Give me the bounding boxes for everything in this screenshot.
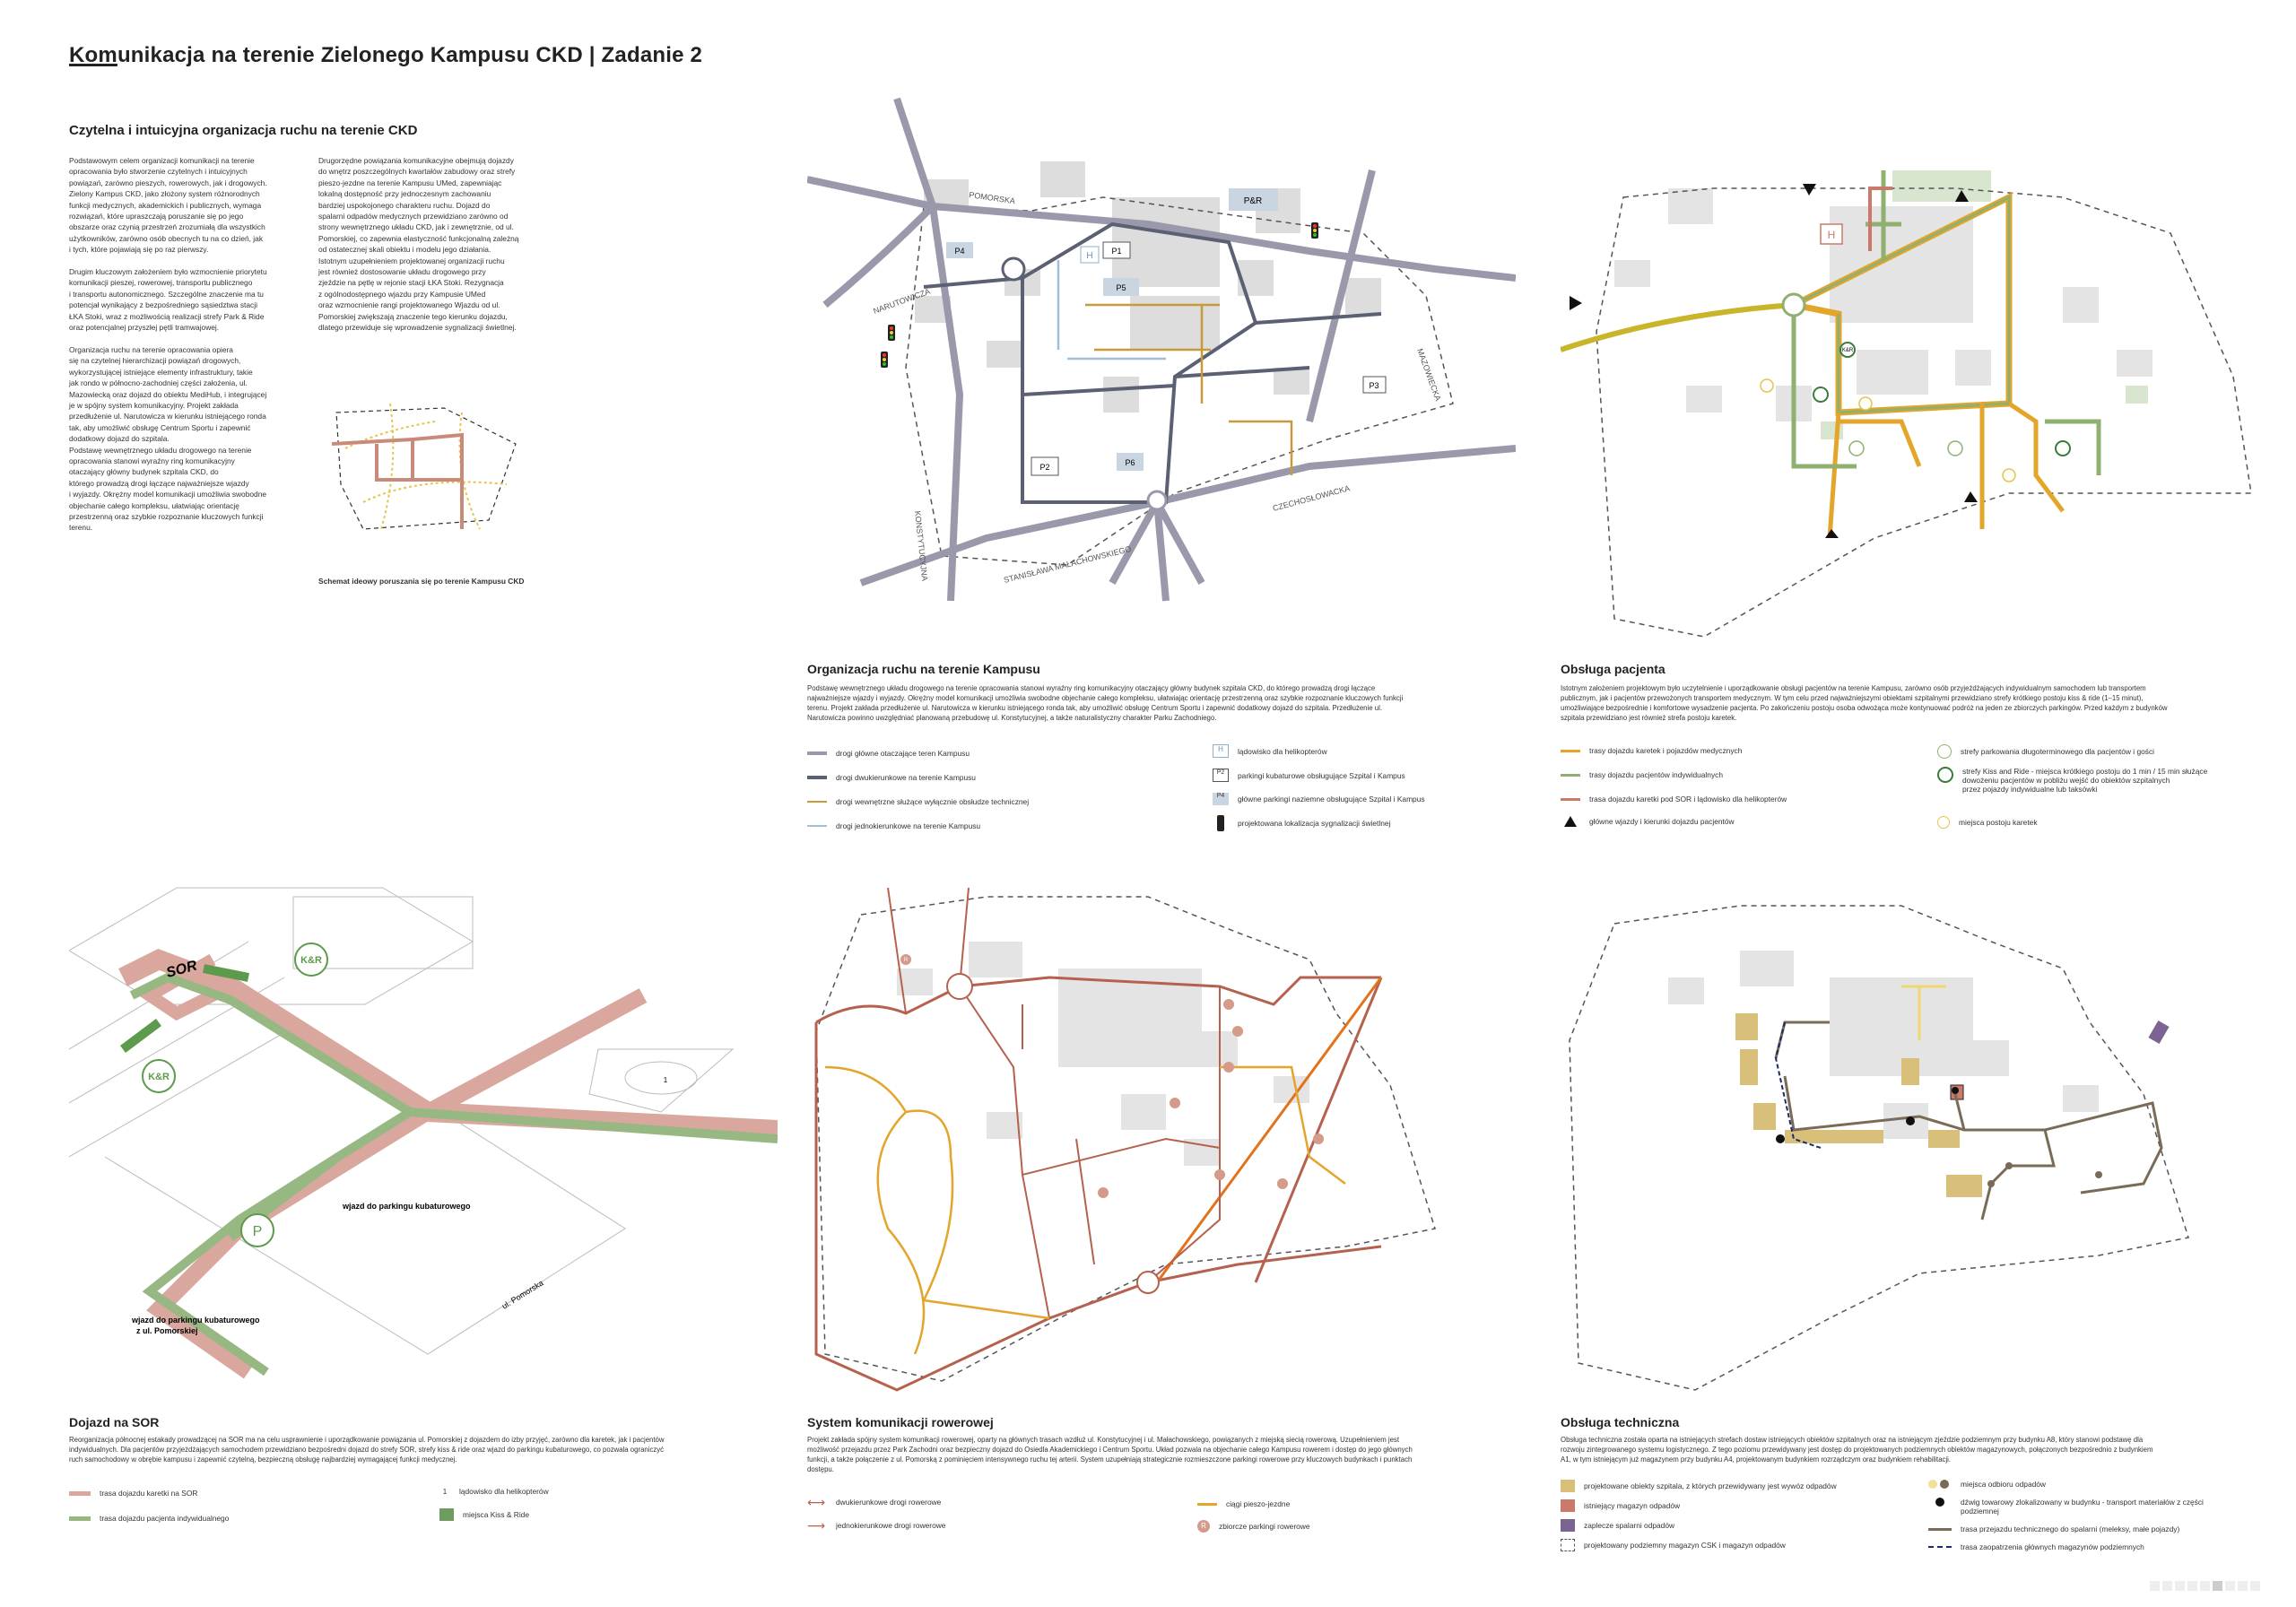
tech-legend-0: projektowane obiekty szpitala, z których…	[1584, 1481, 1837, 1490]
bike-parking-marker: R	[904, 958, 909, 963]
traffic-legend-1: drogi dwukierunkowe na terenie Kampusu	[836, 773, 976, 782]
parking-icon: P2	[1213, 769, 1229, 782]
traffic-light-icon	[1217, 815, 1224, 831]
bike-legend-1: jednokierunkowe drogi rowerowe	[836, 1521, 946, 1530]
patient-heading: Obsługa pacjenta	[1561, 662, 1665, 676]
schema-caption: Schemat ideowy poruszania się po terenie…	[318, 577, 525, 586]
intro-col1: Podstawowym celem organizacji komunikacj…	[69, 156, 267, 533]
label-p1: P1	[1111, 247, 1121, 256]
parking-lot-icon: P4	[1213, 793, 1229, 805]
traffic-legend-5: parkingi kubaturowe obsługujące Szpital …	[1238, 770, 1405, 780]
traffic-legend-2: drogi wewnętrzne służące wyłącznie obsłu…	[836, 797, 1030, 806]
waste-pickup-icon	[1928, 1480, 1952, 1489]
label-p6: P6	[1125, 458, 1135, 467]
traffic-legend-3: drogi jednokierunkowe na terenie Kampusu	[836, 821, 981, 830]
label-pr: P&R	[1244, 196, 1263, 206]
tech-text: Obsługa techniczna została oparta na ist…	[1561, 1436, 2153, 1464]
sor-heading: Dojazd na SOR	[69, 1415, 160, 1429]
sor-legend-2: lądowisko dla helikopterów	[459, 1487, 549, 1496]
bike-parking-icon: R	[1197, 1520, 1210, 1533]
tech-legend-7: trasa zaopatrzenia głównych magazynów po…	[1961, 1542, 2144, 1551]
label-p4: P4	[954, 247, 964, 256]
intro-heading: Czytelna i intuicyjna organizacja ruchu …	[69, 123, 418, 138]
bike-map: R	[814, 888, 1436, 1392]
tech-legend-3: projektowany podziemny magazyn CSK i mag…	[1584, 1541, 1786, 1550]
heli-icon: H	[1213, 744, 1229, 758]
tech-map	[1569, 905, 2189, 1391]
entry-label-2a: wjazd do parkingu kubaturowego	[131, 1316, 260, 1325]
label-p5: P5	[1116, 283, 1126, 292]
sor-text: Reorganizacja północnej estakady prowadz…	[69, 1436, 665, 1464]
street-label: ul. Pomorska	[500, 1278, 545, 1310]
patient-legend-2: trasa dojazdu karetki pod SOR i lądowisk…	[1589, 795, 1787, 804]
kiss-ride-icon	[1937, 767, 1953, 783]
tech-legend-1: istniejący magazyn odpadów	[1584, 1501, 1681, 1510]
bike-text: Projekt zakłada spójny system komunikacj…	[807, 1436, 1413, 1473]
traffic-legend-4: lądowisko dla helikopterów	[1238, 746, 1327, 756]
label-h: H	[1086, 251, 1092, 261]
patient-text: Istotnym założeniem projektowym było ucz…	[1561, 684, 2168, 722]
two-way-arrow-icon: ⟷	[807, 1495, 826, 1509]
tech-legend-4: miejsca odbioru odpadów	[1961, 1480, 2046, 1489]
kiss-ride-swatch	[439, 1508, 454, 1521]
tech-legend-2: zaplecze spalarni odpadów	[1584, 1521, 1675, 1530]
tech-legend-5: dźwig towarowy zlokalizowany w budynku -…	[1961, 1498, 2204, 1516]
traffic-legend-0: drogi główne otaczające teren Kampusu	[836, 749, 970, 758]
page-title: Komunikacja na terenie Zielonego Kampusu…	[69, 43, 703, 67]
patient-legend-6: miejsca postoju karetek	[1959, 818, 2038, 827]
kr-label-2: K&R	[148, 1072, 170, 1082]
patient-legend-0: trasy dojazdu karetek i pojazdów medyczn…	[1589, 746, 1743, 755]
tech-legend-6: trasa przejazdu technicznego do spalarni…	[1961, 1524, 2180, 1533]
parking-p-label: P	[253, 1224, 263, 1239]
ambulance-stop-icon	[1937, 816, 1950, 829]
traffic-map: P&R P4 P5 P6 P1 P2 P3 H POMORSKA NARUTOW…	[807, 81, 1516, 655]
traffic-legend-7: projektowana lokalizacja sygnalizacji św…	[1238, 819, 1391, 828]
bike-legend-2: ciągi pieszo-jezdne	[1226, 1499, 1291, 1508]
tech-heading: Obsługa techniczna	[1561, 1415, 1680, 1429]
sor-legend-0: trasa dojazdu karetki na SOR	[100, 1489, 198, 1498]
sor-axon: K&R K&R P SOR 1 wjazd do parkingu kubatu…	[69, 887, 778, 1379]
entry-label-2b: z ul. Pomorskiej	[136, 1326, 198, 1335]
kr-marker: K&R	[1842, 348, 1854, 353]
traffic-text: Podstawę wewnętrznego układu drogowego n…	[807, 684, 1404, 722]
patient-heli-label: H	[1828, 229, 1836, 241]
label-p2: P2	[1039, 463, 1049, 472]
sor-legend-3: miejsca Kiss & Ride	[463, 1510, 530, 1519]
patient-legend-3: główne wjazdy i kierunki dojazdu pacjent…	[1589, 817, 1735, 826]
patient-legend-5: strefy Kiss and Ride - miejsca krótkiego…	[1962, 767, 2208, 794]
sor-legend-1: trasa dojazdu pacjenta indywidualnego	[100, 1514, 230, 1523]
traffic-heading: Organizacja ruchu na terenie Kampusu	[807, 662, 1040, 676]
traffic-light-icons	[881, 222, 1318, 368]
schema-diagram	[331, 403, 517, 530]
patient-legend-4: strefy parkowania długoterminowego dla p…	[1961, 747, 2155, 756]
heli-pad-number: 1	[664, 1076, 668, 1084]
bike-legend-0: dwukierunkowe drogi rowerowe	[836, 1498, 942, 1507]
entry-label-1: wjazd do parkingu kubaturowego	[342, 1202, 471, 1211]
patient-legend-1: trasy dojazdu pacjentów indywidualnych	[1589, 770, 1723, 779]
parking-circle-icon	[1937, 744, 1952, 759]
triangle-icon	[1564, 816, 1577, 827]
bike-legend-3: zbiorcze parkingi rowerowe	[1219, 1522, 1310, 1531]
page-indicator	[2150, 1581, 2260, 1591]
one-way-arrow-icon: ⟶	[807, 1518, 826, 1533]
intro-col2: Drugorzędne powiązania komunikacyjne obe…	[318, 156, 519, 333]
lift-icon	[1935, 1498, 1944, 1507]
patient-map: H K&R	[1561, 170, 2252, 638]
kr-label-1: K&R	[300, 955, 322, 966]
heli-number-icon: 1	[442, 1487, 448, 1496]
bike-heading: System komunikacji rowerowej	[807, 1415, 994, 1429]
traffic-legend-6: główne parkingi naziemne obsługujące Szp…	[1238, 795, 1425, 804]
label-p3: P3	[1369, 381, 1378, 390]
